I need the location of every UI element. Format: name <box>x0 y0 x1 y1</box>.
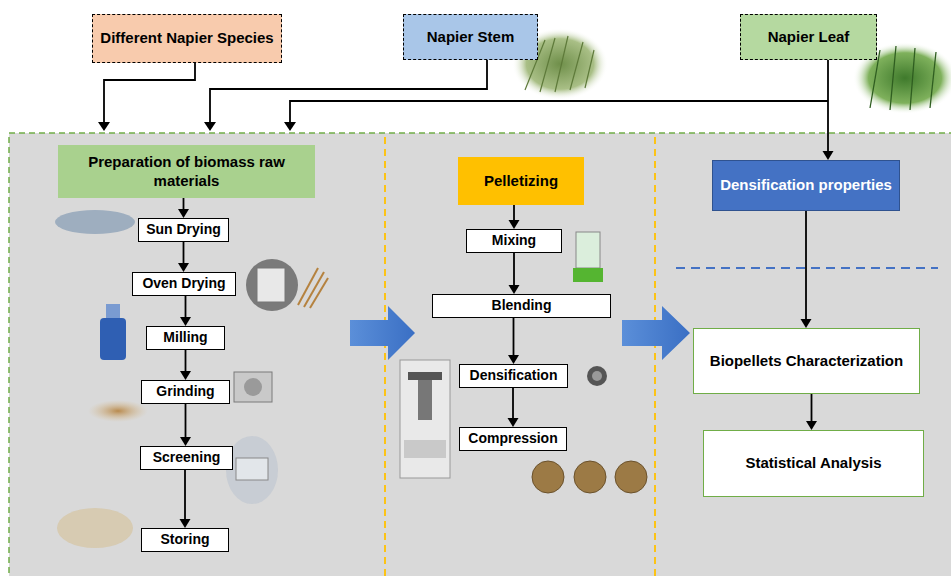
arrow-head <box>180 437 191 446</box>
node-label: Napier Stem <box>427 28 515 47</box>
input-box: Napier Stem <box>403 14 538 60</box>
node-label: Statistical Analysis <box>745 454 881 473</box>
node-label: Densification properties <box>720 176 892 195</box>
arrow-head <box>180 317 191 326</box>
arrow-head <box>806 421 817 430</box>
process-box: Sun Drying <box>138 218 229 242</box>
node-label: Sun Drying <box>146 221 221 239</box>
process-box: Oven Drying <box>132 272 236 296</box>
process-box: Screening <box>140 446 233 470</box>
arrow-head <box>823 151 834 160</box>
arrow-line <box>811 394 813 422</box>
stage-header: Pelletizing <box>458 157 584 205</box>
flow-arrow <box>180 350 191 381</box>
arrow-line <box>512 388 514 419</box>
node-label: Blending <box>492 297 552 315</box>
node-label: Densification <box>470 367 558 385</box>
process-box: Storing <box>141 528 229 552</box>
result-box: Statistical Analysis <box>703 430 924 497</box>
flow-arrow <box>801 211 812 328</box>
flow-arrow <box>178 198 189 218</box>
flow-arrow <box>509 205 520 229</box>
node-label: Storing <box>161 531 210 549</box>
arrow-line <box>513 318 515 356</box>
process-box: Densification <box>459 364 568 388</box>
node-label: Compression <box>468 430 557 448</box>
node-label: Preparation of biomass raw materials <box>64 153 309 191</box>
process-box: Mixing <box>466 229 562 253</box>
input-box: Different Napier Species <box>92 14 282 63</box>
arrow-head <box>508 355 519 364</box>
arrow-head <box>801 319 812 328</box>
flow-arrow <box>180 404 191 447</box>
process-box: Compression <box>459 427 567 451</box>
flow-arrow <box>508 388 519 427</box>
arrow-line <box>185 404 187 439</box>
input-box: Napier Leaf <box>740 14 877 60</box>
node-label: Milling <box>163 329 207 347</box>
stage-header: Densification properties <box>712 160 900 211</box>
arrow-line <box>513 253 515 286</box>
arrow-line <box>183 198 185 210</box>
result-box: Biopellets Characterization <box>693 328 920 394</box>
arrow-head <box>178 263 189 272</box>
node-label: Mixing <box>492 232 536 250</box>
process-box: Milling <box>146 326 225 350</box>
node-label: Different Napier Species <box>100 29 273 48</box>
flow-arrow <box>180 470 191 528</box>
stage-header: Preparation of biomass raw materials <box>58 145 315 198</box>
node-label: Grinding <box>156 383 214 401</box>
arrow-line <box>185 350 187 373</box>
arrow-head <box>509 220 520 229</box>
arrow-line <box>183 242 185 265</box>
node-label: Pelletizing <box>484 172 558 191</box>
flow-arrow <box>823 60 834 160</box>
process-box: Blending <box>432 294 611 318</box>
arrow-line <box>184 470 186 520</box>
arrow-line <box>805 211 807 320</box>
flow-arrow <box>806 394 817 430</box>
node-label: Napier Leaf <box>768 28 850 47</box>
arrow-line <box>827 60 829 152</box>
flow-arrow <box>180 296 191 327</box>
node-label: Screening <box>153 449 221 467</box>
arrow-head <box>508 418 519 427</box>
flow-arrow <box>178 242 189 273</box>
node-label: Oven Drying <box>142 275 225 293</box>
arrow-line <box>185 296 187 319</box>
node-label: Biopellets Characterization <box>710 352 903 371</box>
arrow-head <box>180 519 191 528</box>
arrow-line <box>513 205 515 221</box>
flow-arrow <box>508 318 519 364</box>
flow-arrow <box>509 253 520 294</box>
arrow-head <box>178 209 189 218</box>
process-box: Grinding <box>141 380 230 404</box>
arrow-head <box>180 371 191 380</box>
arrow-head <box>509 285 520 294</box>
